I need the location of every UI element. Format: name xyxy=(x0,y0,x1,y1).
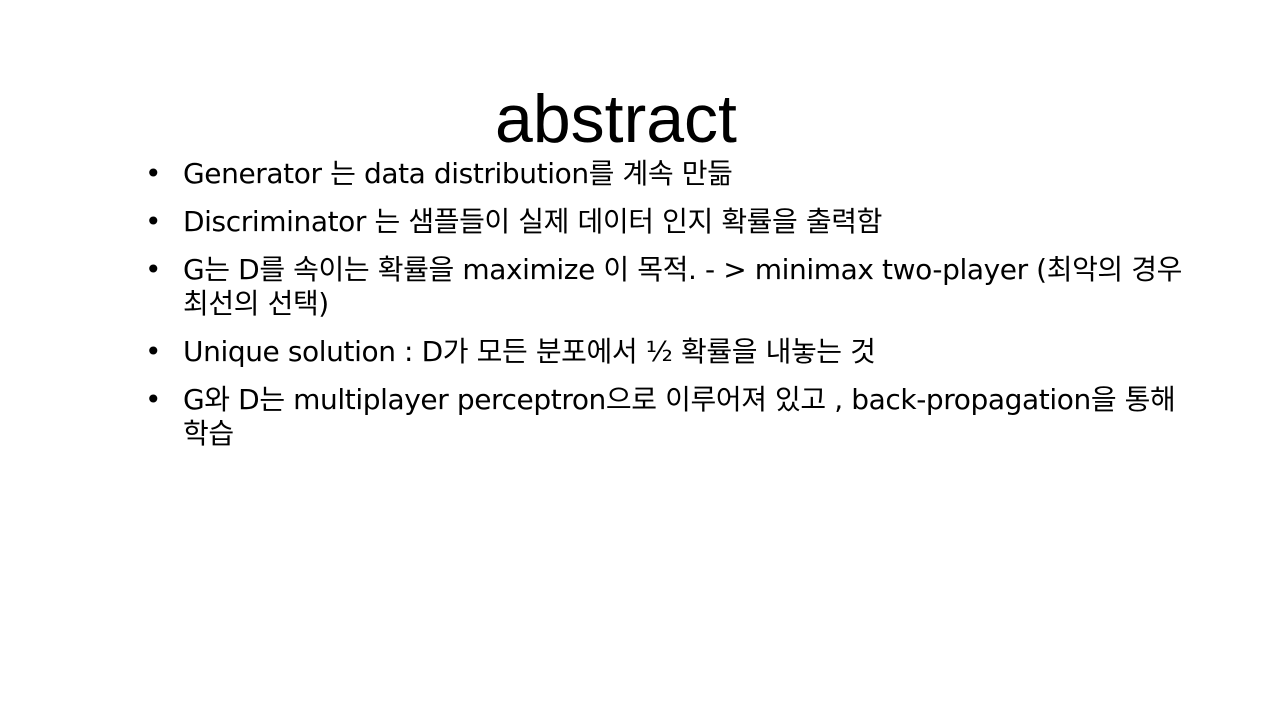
bullet-list: • Generator 는 data distribution를 계속 만듦 •… xyxy=(145,157,1195,465)
slide-title: abstract xyxy=(495,80,737,157)
bullet-icon: • xyxy=(145,253,162,286)
bullet-item-perceptron: • G와 D는 multiplayer perceptron으로 이루어져 있고… xyxy=(145,383,1195,451)
bullet-item-unique-solution: • Unique solution : D가 모든 분포에서 ½ 확률을 내놓는… xyxy=(145,335,1195,369)
bullet-item-generator: • Generator 는 data distribution를 계속 만듦 xyxy=(145,157,1195,191)
bullet-text: Generator 는 data distribution를 계속 만듦 xyxy=(183,157,733,190)
bullet-icon: • xyxy=(145,335,162,368)
bullet-icon: • xyxy=(145,383,162,416)
bullet-text: G는 D를 속이는 확률을 maximize 이 목적. - > minimax… xyxy=(183,253,1183,320)
bullet-icon: • xyxy=(145,205,162,238)
bullet-text: G와 D는 multiplayer perceptron으로 이루어져 있고 ,… xyxy=(183,383,1176,450)
bullet-text: Discriminator 는 샘플들이 실제 데이터 인지 확률을 출력함 xyxy=(183,205,882,238)
bullet-icon: • xyxy=(145,157,162,190)
bullet-item-discriminator: • Discriminator 는 샘플들이 실제 데이터 인지 확률을 출력함 xyxy=(145,205,1195,239)
bullet-item-minimax: • G는 D를 속이는 확률을 maximize 이 목적. - > minim… xyxy=(145,253,1195,321)
bullet-text: Unique solution : D가 모든 분포에서 ½ 확률을 내놓는 것 xyxy=(183,335,876,368)
